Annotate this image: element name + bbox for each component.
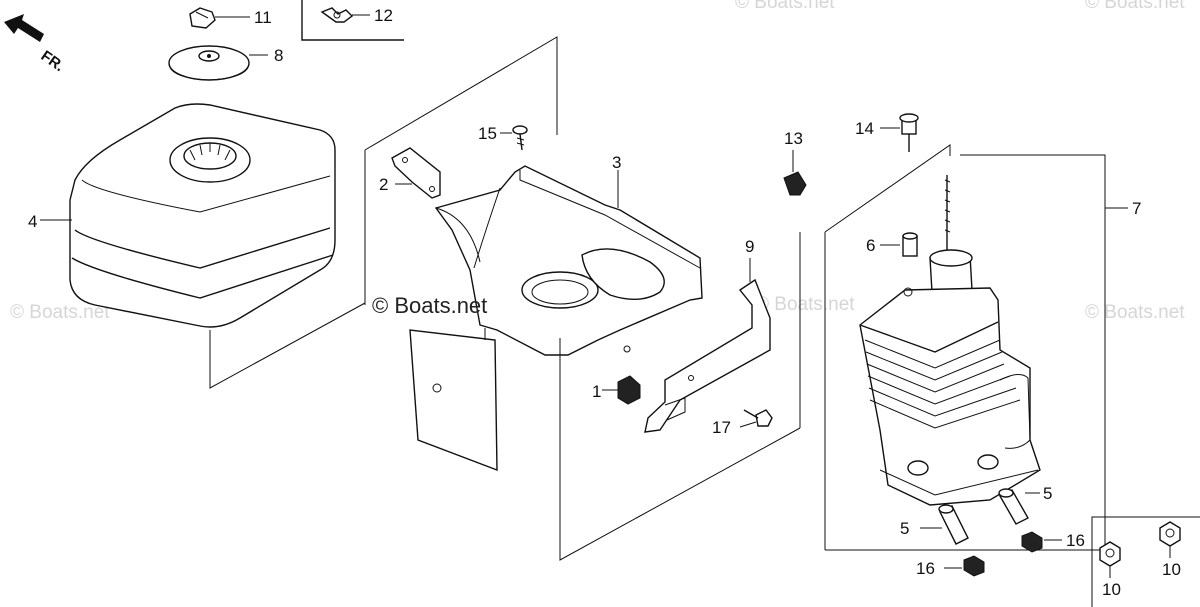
front-direction-arrow: FR. xyxy=(4,14,67,75)
part-16-nut-left xyxy=(944,555,985,577)
faint-watermarks: © Boats.net © Boats.net © Boats.net © Bo… xyxy=(10,0,1185,323)
callout-3: 3 xyxy=(612,153,621,172)
callout-13: 13 xyxy=(784,129,803,148)
callout-10-left: 10 xyxy=(1102,580,1121,599)
callout-9: 9 xyxy=(745,237,754,256)
part-11-fuel-cap-clip xyxy=(189,7,250,29)
part-15-screw xyxy=(500,125,528,151)
box-part-10 xyxy=(1091,516,1200,607)
part-2-bracket xyxy=(391,147,441,199)
part-8-cap-disc xyxy=(168,45,268,81)
callout-1: 1 xyxy=(592,382,601,401)
callout-11: 11 xyxy=(254,8,272,27)
callout-16-right: 16 xyxy=(1066,531,1085,550)
part-5-tube-left xyxy=(920,504,969,545)
watermark-faint-top: © Boats.net xyxy=(735,0,835,13)
part-17-bolt xyxy=(739,409,773,428)
box-part-12 xyxy=(301,0,404,41)
callout-12: 12 xyxy=(374,6,393,25)
group-outline-right xyxy=(824,144,1128,551)
callout-5-right: 5 xyxy=(1043,484,1052,503)
callout-labels: 1 2 3 4 5 5 6 7 8 9 10 10 11 12 13 14 15… xyxy=(28,6,1181,599)
part-14-bolt xyxy=(880,113,919,152)
part-12-wing-nut xyxy=(320,7,370,23)
watermark-faint-left: © Boats.net xyxy=(10,302,110,323)
callout-15: 15 xyxy=(478,124,497,143)
part-3-shroud xyxy=(409,165,703,472)
part-9-plate xyxy=(644,258,771,433)
callout-2: 2 xyxy=(379,175,388,194)
callout-5-left: 5 xyxy=(900,519,909,538)
watermark-faint-right: © Boats.net xyxy=(1085,302,1185,323)
front-direction-label: FR. xyxy=(38,47,68,75)
group-outline-center xyxy=(559,232,801,561)
callout-17: 17 xyxy=(712,418,731,437)
part-1-grommet xyxy=(602,375,641,405)
callout-4: 4 xyxy=(28,212,37,231)
part-16-nut-right xyxy=(1021,531,1062,553)
part-4-fuel-tank xyxy=(40,103,366,389)
callout-16-left: 16 xyxy=(916,559,935,578)
callout-7: 7 xyxy=(1132,199,1141,218)
watermark-faint-center: © Boats.net xyxy=(755,294,855,315)
part-5-tube-right xyxy=(998,488,1040,525)
part-10-nut-left xyxy=(1099,541,1121,578)
callout-6: 6 xyxy=(866,236,875,255)
watermark-main: © Boats.net xyxy=(372,293,487,318)
callout-14: 14 xyxy=(855,119,874,138)
part-10-nut-right xyxy=(1159,521,1181,558)
callout-8: 8 xyxy=(274,46,283,65)
callout-10-right: 10 xyxy=(1162,560,1181,579)
part-6-collar xyxy=(880,232,918,257)
group-outline-left xyxy=(364,36,558,305)
watermark-faint-top-right: © Boats.net xyxy=(1085,0,1185,13)
part-7-air-cleaner-body xyxy=(859,175,1041,506)
part-13-filter-element xyxy=(783,150,807,196)
